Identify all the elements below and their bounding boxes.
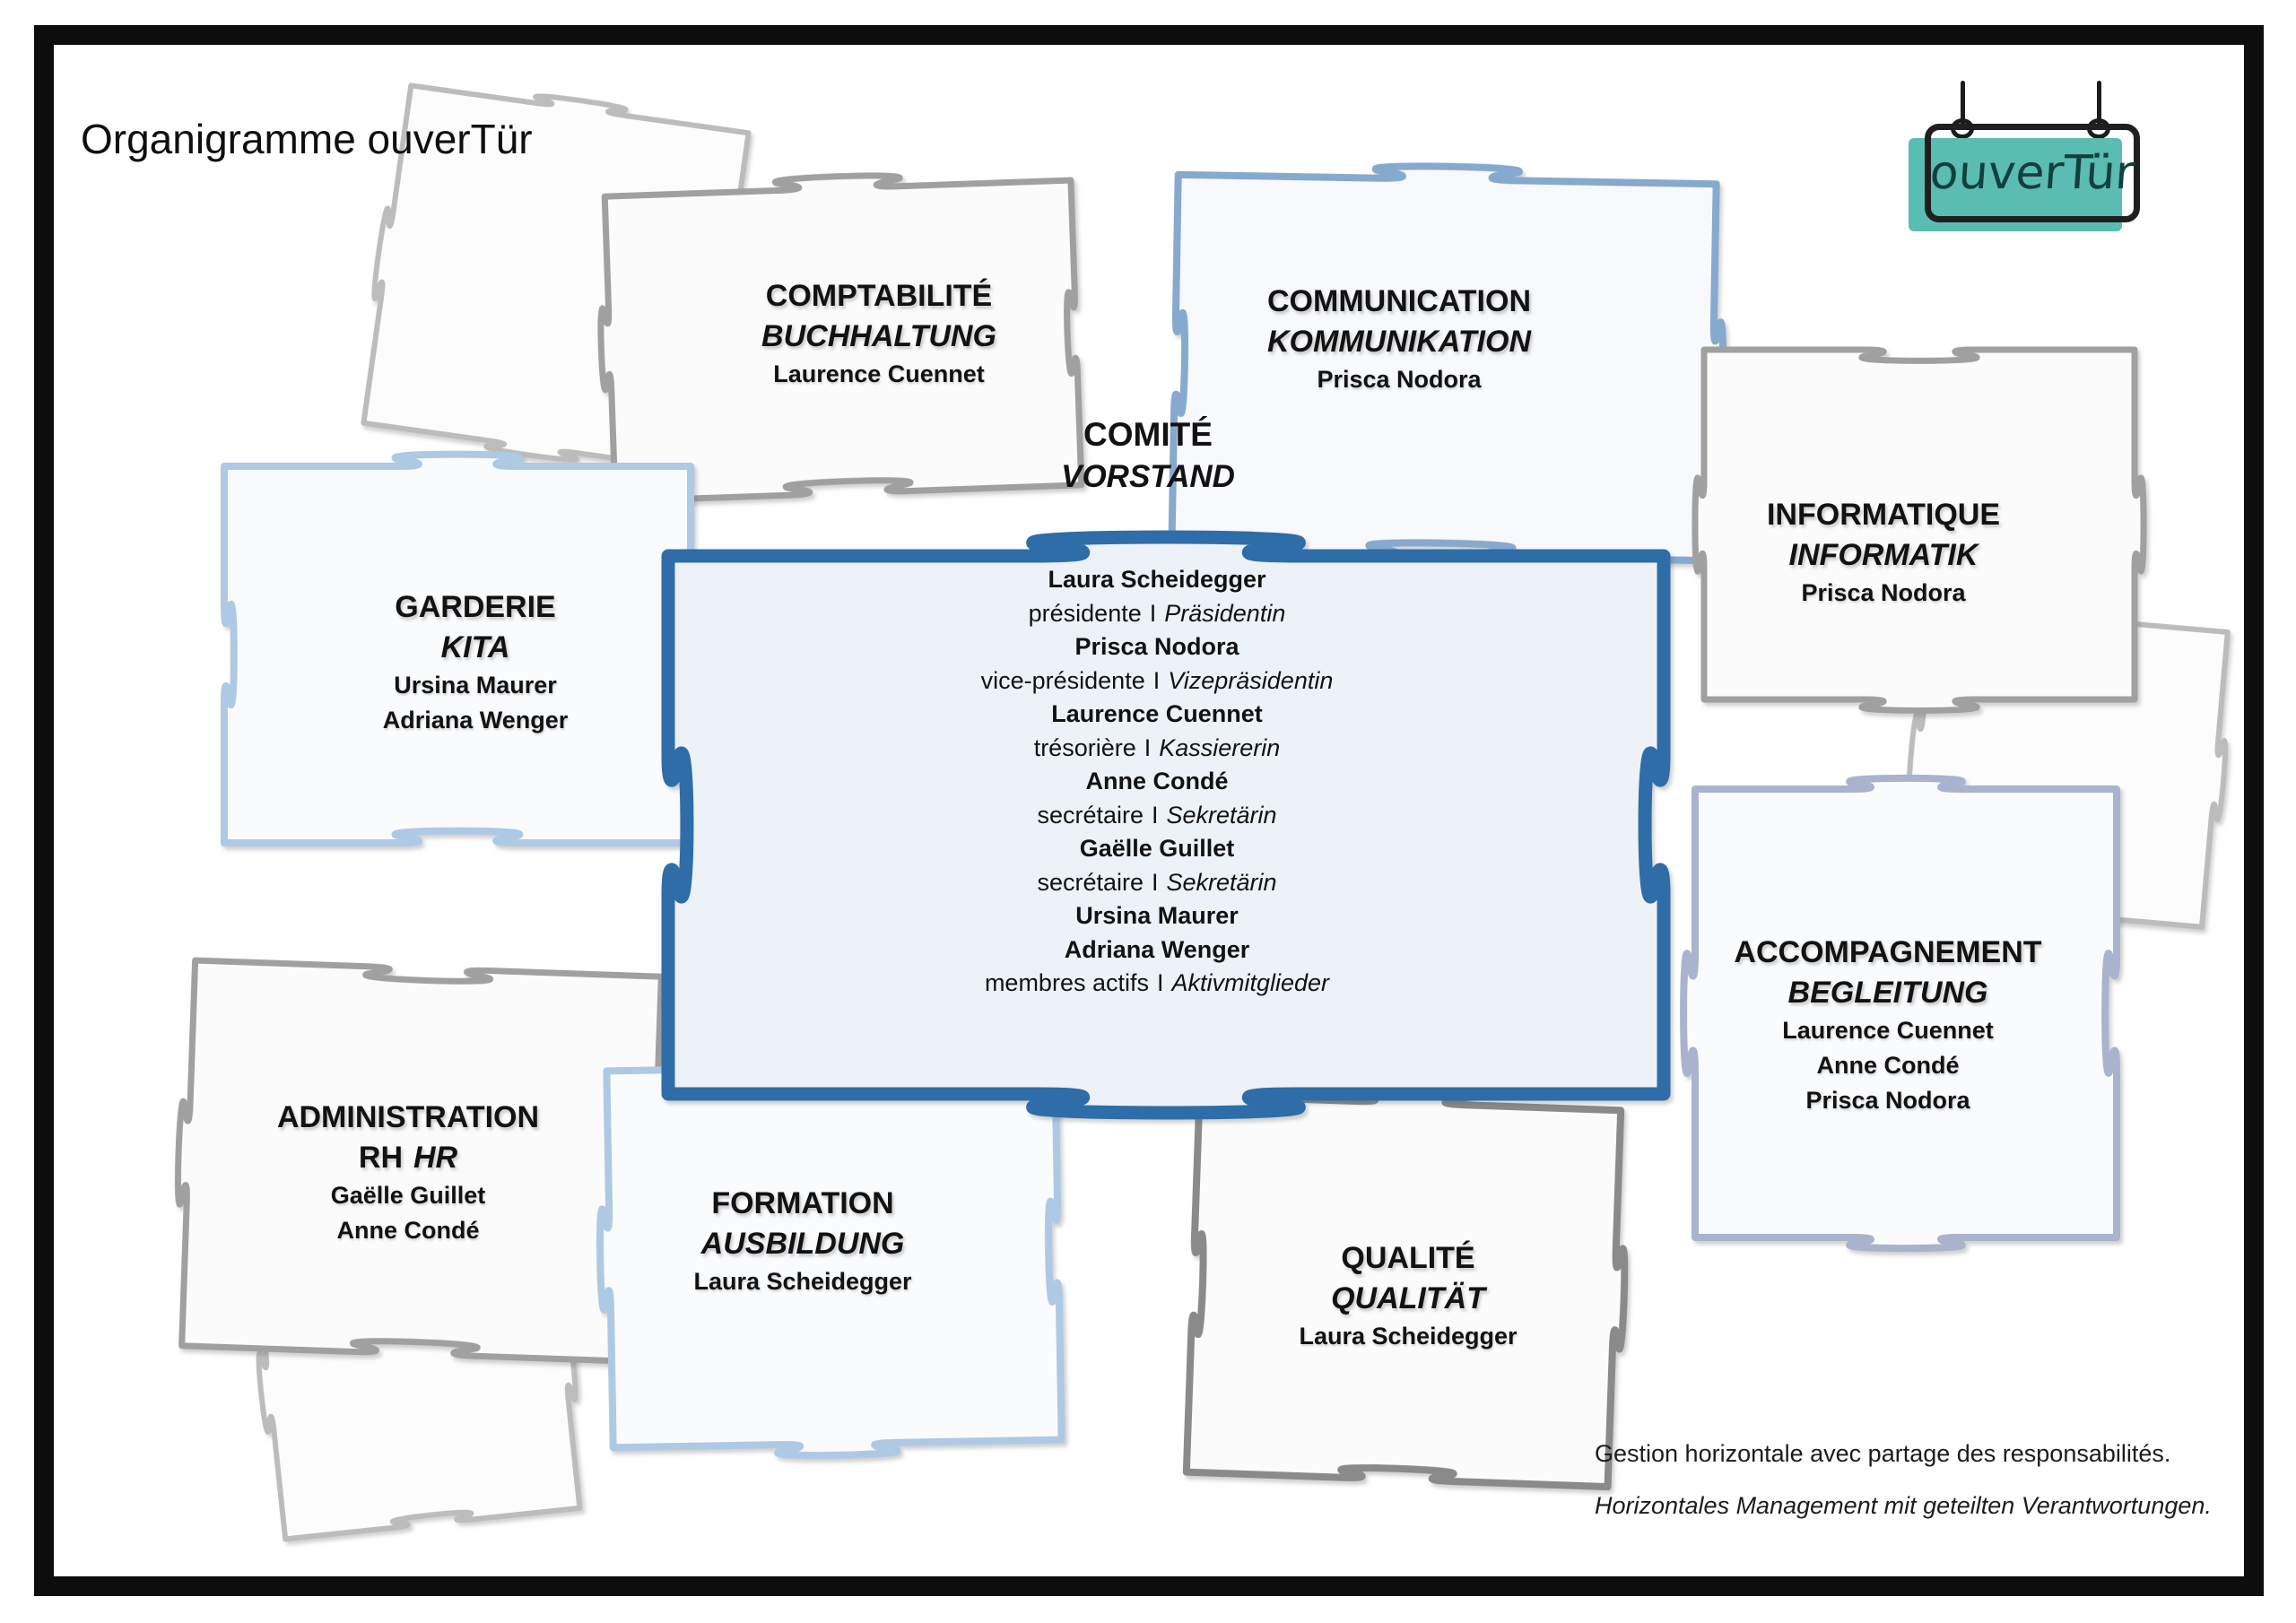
puzzle-piece-comite [661, 530, 1671, 1120]
department-comptabilite: COMPTABILITÉ BUCHHALTUNG Laurence Cuenne… [664, 276, 1094, 392]
department-person: Prisca Nodora [1805, 1087, 1970, 1114]
committee-title-de: VORSTAND [1061, 459, 1235, 494]
logo-teal-panel [1909, 138, 2122, 231]
ouvertur-logo: ouverTür [1909, 72, 2169, 251]
department-title-de: BEGLEITUNG [1787, 976, 1988, 1010]
member-name: Prisca Nodora [1074, 633, 1239, 660]
role-fr: membres actifs [984, 969, 1149, 996]
logo-hanging-string-left-icon [1961, 81, 1965, 126]
department-subtitle-fr: RH [358, 1141, 403, 1175]
role-fr: secrétaire [1037, 868, 1144, 896]
role-de: Sekretärin [1166, 801, 1277, 829]
department-person: Laura Scheidegger [1299, 1323, 1518, 1350]
department-title-de: KOMMUNIKATION [1267, 325, 1531, 359]
committee-title-fr: COMITÉ [1083, 416, 1213, 453]
department-administration: ADMINISTRATION RH HR Gaëlle Guillet Anne … [202, 1098, 614, 1248]
department-title-fr: ACCOMPAGNEMENT [1734, 935, 2042, 969]
department-person: Prisca Nodora [1801, 579, 1966, 606]
member-role: membres actifs I Aktivmitglieder [906, 967, 1408, 1001]
role-de: Kassiererin [1159, 733, 1281, 761]
department-accompagnement: ACCOMPAGNEMENT BEGLEITUNG Laurence Cuenn… [1673, 933, 2103, 1118]
role-fr: trésorière [1033, 733, 1136, 761]
department-title-de: KITA [440, 630, 510, 664]
page-title: Organigramme ouverTür [81, 116, 533, 162]
role-separator: I [1144, 733, 1152, 761]
department-person: Anne Condé [1816, 1052, 1960, 1079]
department-subtitle-de: HR [413, 1141, 458, 1175]
department-title-fr: INFORMATIQUE [1766, 498, 2000, 532]
department-subtitle: RH HR [202, 1138, 614, 1178]
department-person: Laurence Cuennet [773, 360, 985, 387]
department-person: Prisca Nodora [1317, 366, 1482, 393]
department-qualite: QUALITÉ QUALITÄT Laura Scheidegger [1202, 1238, 1614, 1354]
member-name: Ursina Maurer [1075, 902, 1239, 929]
department-person: Laurence Cuennet [1782, 1017, 1994, 1044]
department-formation: FORMATION AUSBILDUNG Laura Scheidegger [596, 1184, 1009, 1299]
department-title-de: BUCHHALTUNG [761, 319, 996, 353]
department-person: Laura Scheidegger [693, 1268, 912, 1295]
department-communication: COMMUNICATION KOMMUNIKATION Prisca Nodor… [1193, 282, 1605, 397]
member-name: Laurence Cuennet [1051, 700, 1263, 727]
puzzle-piece-accompagnement [1680, 774, 2120, 1253]
puzzle-piece-informatique [1692, 346, 2147, 714]
logo-text: ouverTür [1927, 146, 2137, 200]
role-separator: I [1149, 599, 1157, 627]
role-separator: I [1151, 868, 1159, 896]
logo-sign-outline: ouverTür [1925, 124, 2140, 222]
role-separator: I [1152, 666, 1161, 694]
committee-title: COMITÉ VORSTAND [942, 412, 1354, 498]
footer-note: Gestion horizontale avec partage des res… [1595, 1440, 2222, 1520]
member-name: Laura Scheidegger [1048, 566, 1266, 593]
puzzle-piece-comptabilite [597, 172, 1085, 505]
department-title-fr: ADMINISTRATION [276, 1100, 540, 1134]
department-title-fr: COMPTABILITÉ [765, 279, 993, 313]
department-informatique: INFORMATIQUE INFORMATIK Prisca Nodora [1677, 495, 2090, 611]
department-title-fr: FORMATION [711, 1186, 894, 1220]
role-de: Aktivmitglieder [1171, 969, 1330, 996]
member-name: Adriana Wenger [1064, 935, 1250, 963]
department-person: Gaëlle Guillet [330, 1182, 486, 1209]
department-title-fr: GARDERIE [395, 590, 556, 624]
department-person: Anne Condé [336, 1217, 480, 1244]
role-de: Vizepräsidentin [1168, 666, 1334, 694]
logo-hanging-string-right-icon [2097, 81, 2101, 126]
department-title-de: AUSBILDUNG [700, 1227, 905, 1261]
role-fr: présidente [1028, 599, 1142, 627]
role-separator: I [1151, 801, 1159, 829]
department-garderie: GARDERIE KITA Ursina Maurer Adriana Weng… [269, 587, 682, 738]
footer-line-de: Horizontales Management mit geteilten Ve… [1595, 1492, 2212, 1519]
role-separator: I [1156, 969, 1164, 996]
role-fr: vice-présidente [980, 666, 1145, 694]
role-de: Sekretärin [1166, 868, 1277, 896]
department-title-de: QUALITÄT [1331, 1281, 1485, 1315]
department-title-fr: COMMUNICATION [1267, 284, 1531, 318]
member-name: Gaëlle Guillet [1079, 835, 1235, 862]
role-de: Präsidentin [1164, 599, 1286, 627]
footer-line-fr: Gestion horizontale avec partage des res… [1595, 1440, 2171, 1467]
member-name: Anne Condé [1085, 768, 1229, 794]
department-title-de: INFORMATIK [1788, 538, 1979, 572]
department-person: Ursina Maurer [394, 672, 557, 699]
department-title-fr: QUALITÉ [1341, 1241, 1475, 1275]
department-person: Adriana Wenger [382, 707, 569, 733]
role-fr: secrétaire [1037, 801, 1144, 829]
